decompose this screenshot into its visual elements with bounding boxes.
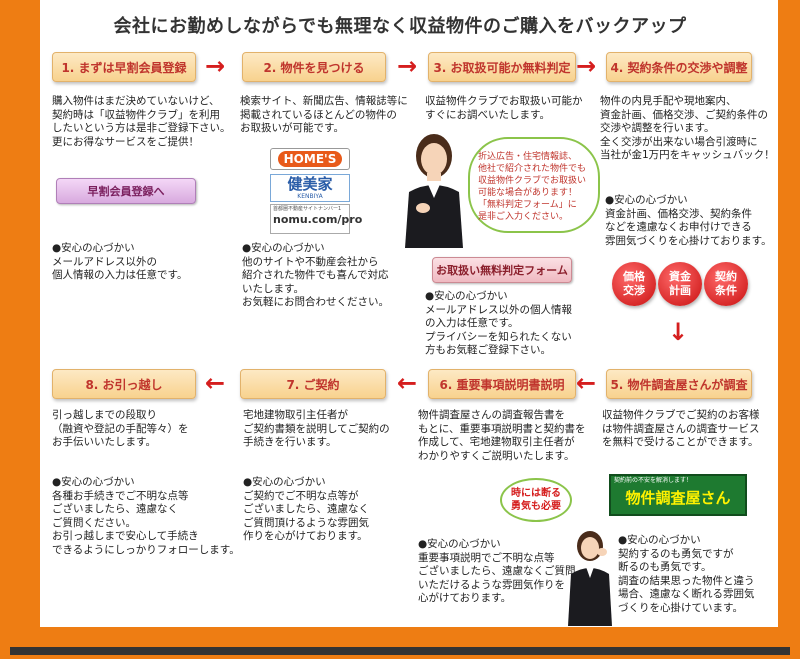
step-3-description: 収益物件クラブでお取扱い可能か すぐにお調べいたします。: [425, 95, 583, 121]
homes-logo-text: HOME'S: [277, 151, 343, 167]
operator-woman-image: [397, 126, 471, 248]
step-7-label: 7. ご契約: [240, 369, 386, 399]
chosa-ya-logo: 契約前の不安を解消します！ 物件調査屋さん: [609, 474, 747, 516]
arrow-right-icon: →: [397, 52, 418, 80]
step-6-description: 物件調査屋さんの調査報告書を もとに、重要事項説明書と契約書を 作成して、宅地建…: [418, 409, 586, 462]
funding-plan-badge: 資金 計画: [658, 262, 702, 306]
arrow-left-icon: ←: [576, 369, 597, 397]
step-2-label: 2. 物件を見つける: [242, 52, 386, 82]
content-panel: [40, 0, 778, 627]
arrow-right-icon: →: [205, 52, 226, 80]
chosa-logo-caption: 契約前の不安を解消します！: [614, 477, 693, 484]
page-title: 会社にお勤めしながらでも無理なく収益物件のご購入をバックアップ: [113, 16, 687, 37]
price-negotiation-badge: 価格 交渉: [612, 262, 656, 306]
step-3-note: ●安心の心づかい メールアドレス以外の個人情報 の入力は任意です。 プライバシー…: [425, 290, 572, 356]
step-1-label: 1. まずは早割会員登録: [52, 52, 196, 82]
arrow-left-icon: ←: [397, 369, 418, 397]
step-8-description: 引っ越しまでの段取り （融資や登記の手配等々）を お手伝いいたします。: [52, 409, 189, 448]
courage-speech-bubble: 時には断る 勇気も必要: [500, 478, 572, 522]
step-7-description: 宅地建物取引主任者が ご契約書類を説明してご契約の 手続きを行います。: [243, 409, 390, 448]
info-speech-bubble: 折込広告・住宅情報誌、 他社で紹介された物件でも 収益物件クラブでお取扱い 可能…: [468, 137, 600, 233]
step-8-note: ●安心の心づかい 各種お手続きでご不明な点等 ございましたら、遠慮なく ご質問く…: [52, 476, 240, 556]
step-6-label: 6. 重要事項説明書説明: [428, 369, 576, 399]
contract-terms-badge: 契約 条件: [704, 262, 748, 306]
step-5-note: ●安心の心づかい 契約するのも勇気ですが 断るのも勇気です。 調査の結果思った物…: [618, 534, 755, 614]
nomu-logo-caption: 首都圏不動産サイトナンバー1: [273, 206, 342, 212]
nomu-logo-text: nomu.com/pro: [273, 213, 363, 226]
step-4-note: ●安心の心づかい 資金計画、価格交渉、契約条件 などを遠慮なくお申付けできる 雰…: [605, 194, 772, 247]
free-judge-form-button[interactable]: お取扱い無料判定フォーム: [432, 257, 572, 283]
step-4-description: 物件の内見手配や現地案内、 資金計画、価格交渉、ご契約条件の 交渉や調整を行いま…: [600, 95, 775, 161]
consultant-woman-image: [562, 526, 618, 626]
bottom-divider: [10, 647, 790, 655]
step-5-description: 収益物件クラブでご契約のお客様 は物件調査屋さんの調査サービス を無料で受けるこ…: [602, 409, 760, 448]
nomu-logo: 首都圏不動産サイトナンバー1 nomu.com/pro: [270, 204, 363, 234]
step-6-note: ●安心の心づかい 重要事項説明でご不明な点等 ございましたら、遠慮なくご質問 い…: [418, 538, 576, 604]
step-1-note: ●安心の心づかい メールアドレス以外の 個人情報の入力は任意です。: [52, 242, 188, 281]
early-register-button[interactable]: 早割会員登録へ: [56, 178, 196, 204]
step-4-label: 4. 契約条件の交渉や調整: [606, 52, 752, 82]
step-1-description: 購入物件はまだ決めていないけど、 契約時は「収益物件クラブ」を利用 したいという…: [52, 95, 231, 148]
chosa-logo-text: 物件調査屋さん: [625, 489, 731, 507]
step-3-label: 3. お取扱可能か無料判定: [428, 52, 576, 82]
step-2-note: ●安心の心づかい 他のサイトや不動産会社から 紹介された物件でも喜んで対応 いた…: [242, 242, 389, 308]
arrow-down-icon: ↓: [668, 318, 689, 346]
kenbiya-logo-text: 健美家: [287, 175, 333, 193]
arrow-right-icon: →: [576, 52, 597, 80]
step-5-label: 5. 物件調査屋さんが調査: [606, 369, 752, 399]
kenbiya-logo-subtext: KENBIYA: [297, 193, 323, 200]
step-2-description: 検索サイト、新聞広告、情報誌等に 掲載されているほとんどの物件の お取扱いが可能…: [240, 95, 408, 134]
kenbiya-logo: 健美家 KENBIYA: [270, 174, 350, 202]
arrow-left-icon: ←: [205, 369, 226, 397]
homes-logo: HOME'S: [270, 148, 350, 170]
step-8-label: 8. お引っ越し: [52, 369, 196, 399]
step-7-note: ●安心の心づかい ご契約でご不明な点等が ございましたら、遠慮なく ご質問頂ける…: [243, 476, 369, 542]
